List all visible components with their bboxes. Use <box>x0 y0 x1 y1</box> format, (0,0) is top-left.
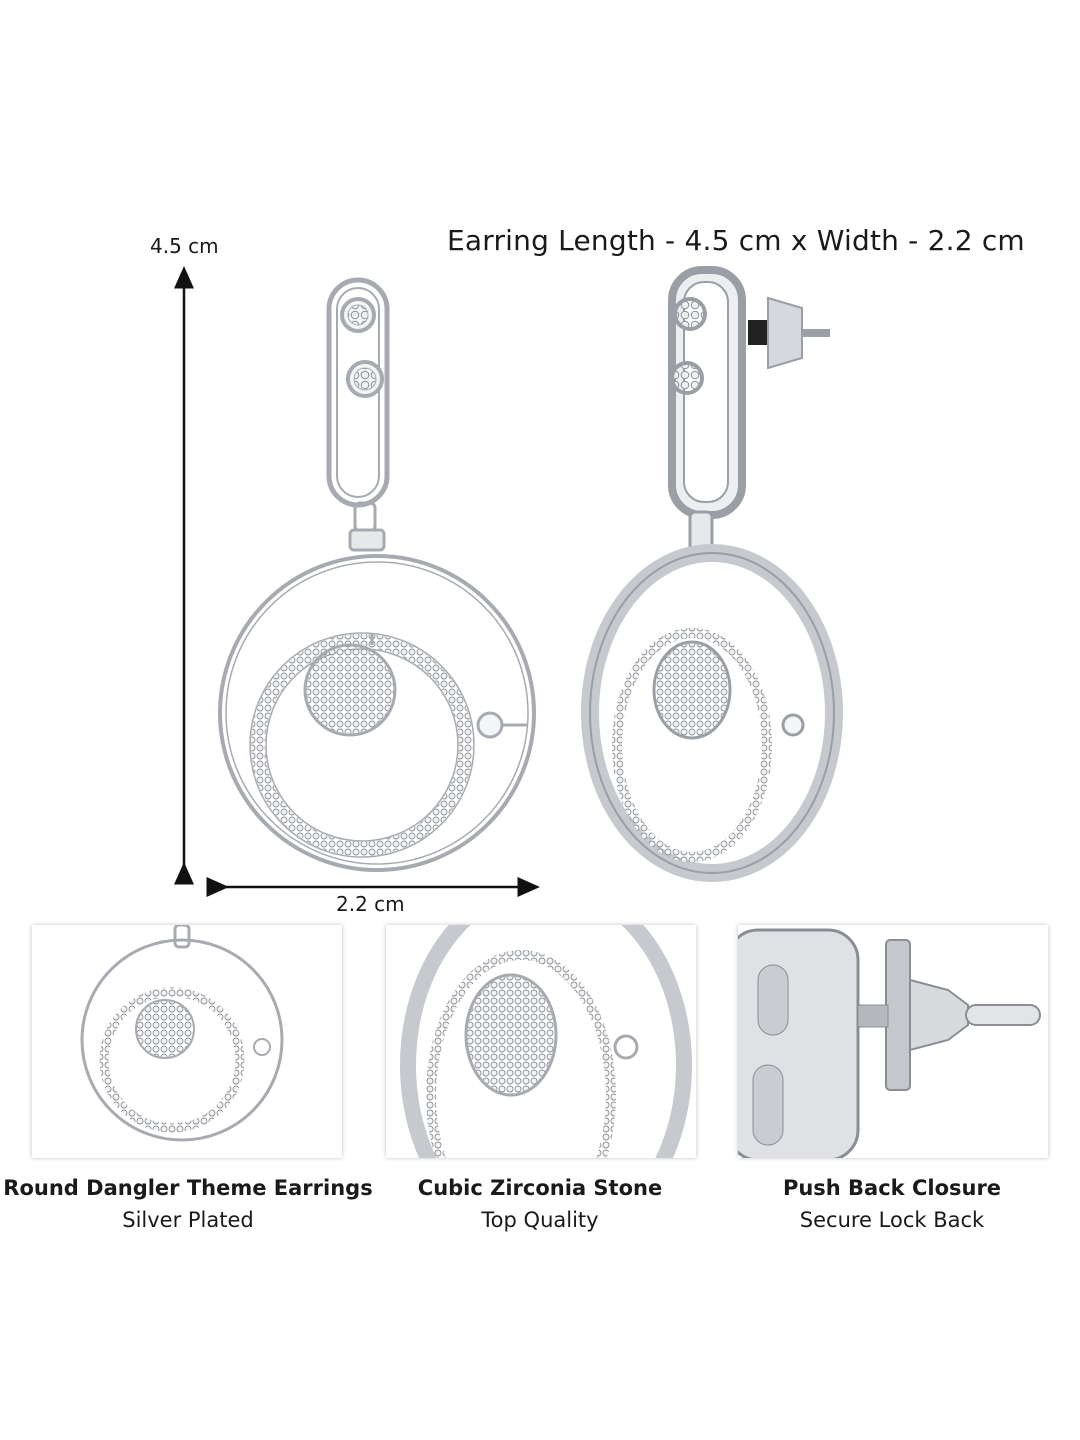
feature-caption-1: Round Dangler Theme Earrings Silver Plat… <box>0 1176 378 1232</box>
feature-image-round-dangler <box>32 925 342 1158</box>
feature-caption-2: Cubic Zirconia Stone Top Quality <box>350 1176 730 1232</box>
feature-subtitle: Secure Lock Back <box>799 1208 985 1232</box>
feature-title: Cubic Zirconia Stone <box>417 1176 663 1200</box>
feature-title: Push Back Closure <box>782 1176 1002 1200</box>
feature-title: Round Dangler Theme Earrings <box>3 1176 373 1200</box>
feature-image-cubic-zirconia <box>386 925 696 1158</box>
height-label: 4.5 cm <box>150 234 219 258</box>
earring-side-view <box>581 266 843 882</box>
feature-subtitle: Top Quality <box>481 1208 599 1232</box>
feature-subtitle: Silver Plated <box>122 1208 254 1232</box>
earring-front-view <box>218 277 536 872</box>
feature-image-push-back <box>738 925 1048 1158</box>
width-label: 2.2 cm <box>336 892 405 916</box>
page-title: Earring Length - 4.5 cm x Width - 2.2 cm <box>447 224 1025 257</box>
main-illustration <box>174 266 843 897</box>
feature-caption-3: Push Back Closure Secure Lock Back <box>702 1176 1080 1232</box>
